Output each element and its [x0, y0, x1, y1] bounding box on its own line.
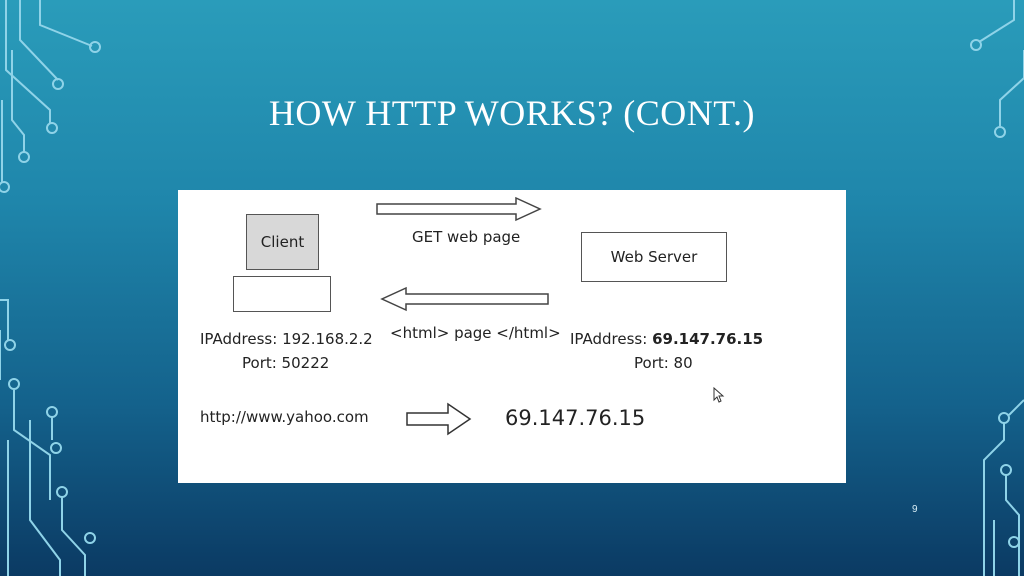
server-port: Port: 80	[634, 354, 693, 372]
client-ip-value: 192.168.2.2	[282, 330, 373, 348]
response-label: <html> page </html>	[390, 324, 561, 342]
slide-title: HOW HTTP WORKS? (CONT.)	[268, 93, 756, 133]
page-number: 9	[912, 504, 918, 515]
client-label: Client	[260, 233, 305, 251]
server-ip-value: 69.147.76.15	[652, 330, 764, 348]
mouse-cursor-icon	[713, 387, 725, 403]
resolved-ip: 69.147.76.15	[505, 406, 646, 430]
response-arrow	[380, 286, 549, 312]
client-ip-address: IPAddress: 192.168.2.2	[200, 330, 373, 348]
request-label: GET web page	[412, 228, 521, 246]
circuit-decoration-right	[970, 0, 1024, 576]
request-arrow	[376, 196, 542, 222]
resolve-arrow	[406, 402, 472, 436]
server-ip-address: IPAddress: 69.147.76.15	[570, 330, 763, 348]
circuit-decoration-left	[0, 0, 101, 576]
http-diagram-panel: Client GET web page Web Server <html> pa…	[178, 190, 846, 483]
client-port: Port: 50222	[242, 354, 330, 372]
server-ip-prefix: IPAddress:	[570, 330, 653, 348]
url-text: http://www.yahoo.com	[200, 408, 369, 426]
client-box: Client	[246, 214, 319, 270]
web-server-label: Web Server	[610, 248, 698, 266]
client-monitor-base	[233, 276, 331, 312]
web-server-box: Web Server	[581, 232, 727, 282]
client-ip-prefix: IPAddress:	[200, 330, 283, 348]
